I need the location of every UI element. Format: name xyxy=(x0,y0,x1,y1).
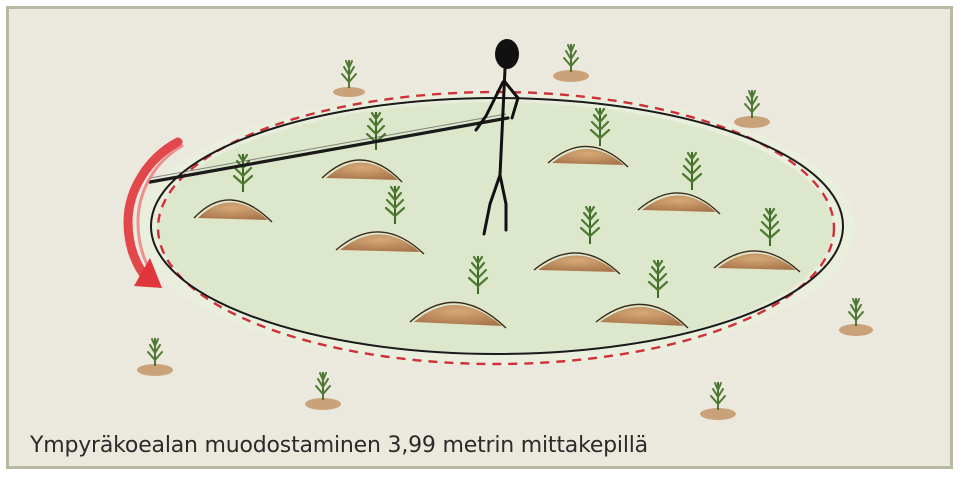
soil-mound-icon xyxy=(700,382,736,420)
soil-mound-icon xyxy=(839,298,873,336)
soil-mound-icon xyxy=(734,90,770,128)
soil-mound-icon xyxy=(553,44,589,82)
soil-mound-icon xyxy=(333,60,365,97)
soil-mound-icon xyxy=(137,338,173,376)
soil-mound-icon xyxy=(305,372,341,410)
figure-caption: Ympyräkoealan muodostaminen 3,99 metrin … xyxy=(30,433,648,458)
